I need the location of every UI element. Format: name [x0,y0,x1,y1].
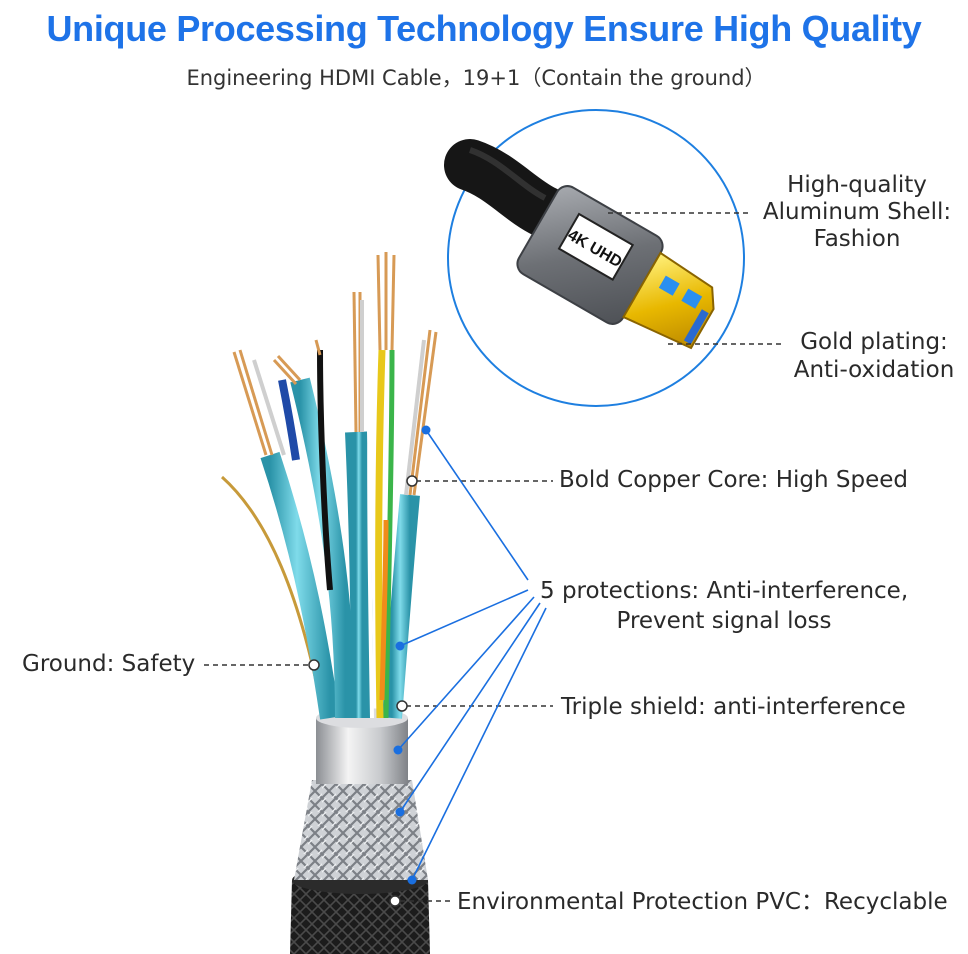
label-gold-line2: Anti-oxidation [793,357,955,383]
label-protections-line2: Prevent signal loss [616,608,832,634]
label-gold: Gold plating: Anti-oxidation [786,328,962,384]
uhd-badge [557,212,635,282]
connector-closeup: 4K UHD [444,109,745,407]
pointer-dots [393,425,431,885]
label-shell-line1: High-quality [787,172,927,198]
wire-pair-3 [345,431,373,719]
wire-pair-4 [382,494,420,719]
label-copper: Bold Copper Core: High Speed [559,467,908,493]
label-ground: Ground: Safety [22,651,196,677]
label-triple-shield: Triple shield: anti-interference [561,694,906,720]
label-gold-line1: Gold plating: [800,329,948,355]
foil-shield [316,718,408,784]
wire-pair-2 [290,377,355,719]
cable-body [220,252,438,954]
page-title: Unique Processing Technology Ensure High… [46,8,922,49]
label-pvc: Environmental Protection PVC：Recyclable [457,889,948,915]
leader-dots [308,475,418,907]
gold-plug [622,251,715,350]
wire-pair-1 [260,451,340,720]
page-subtitle: Engineering HDMI Cable，19+1（Contain the … [186,66,766,90]
protection-pointers [397,429,547,881]
leader-lines [204,212,782,902]
label-shell-line3: Fashion [813,226,901,252]
label-shell-line2: Aluminum Shell: [762,199,952,225]
label-protections: 5 protections: Anti-interference, Preven… [540,576,908,636]
label-protections-line1: 5 protections: Anti-interference, [540,578,909,604]
label-shell: High-quality Aluminum Shell: Fashion [752,172,962,253]
braid-shield [294,780,428,880]
